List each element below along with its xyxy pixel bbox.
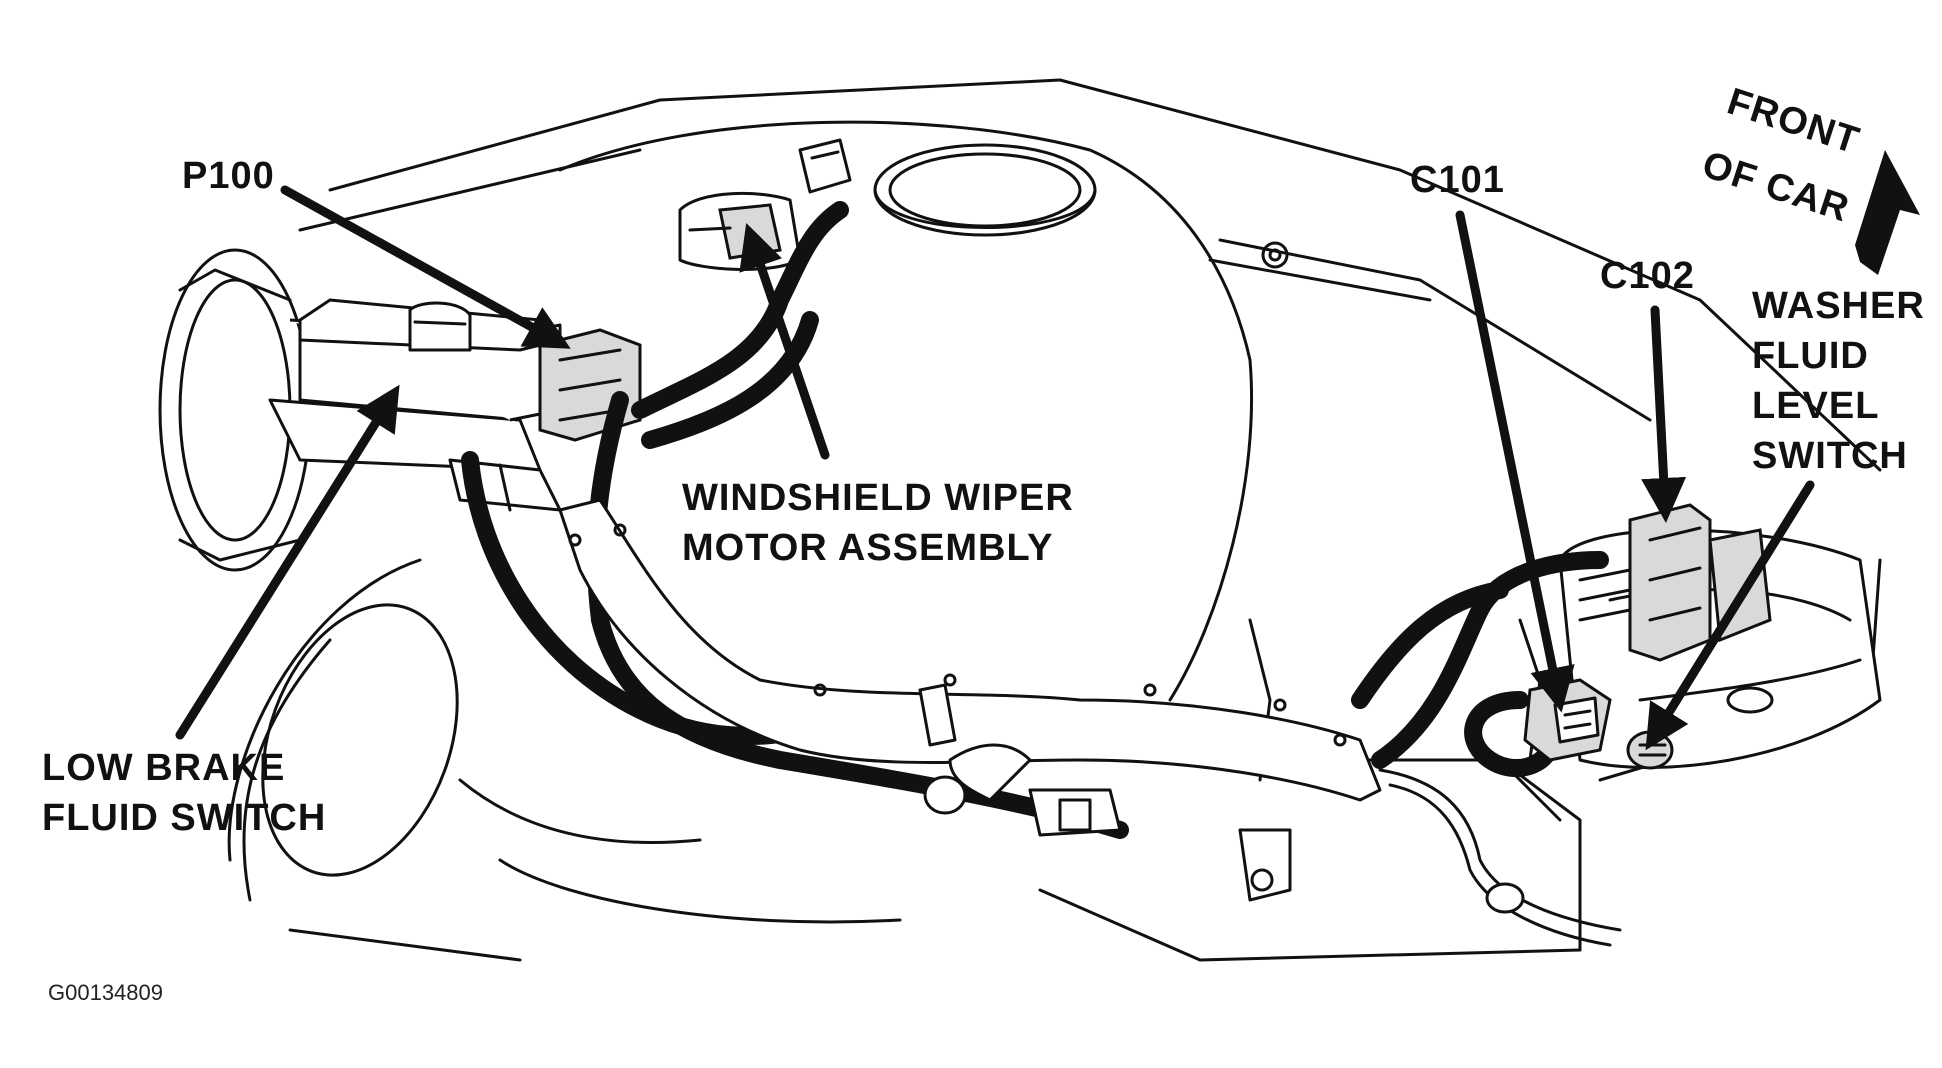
front-of-car-arrow-icon <box>1855 150 1920 275</box>
brake-switch-arrow <box>175 384 400 740</box>
c102-connector <box>1578 503 1772 662</box>
c101-connector <box>1523 678 1612 762</box>
p100-connector <box>538 328 642 442</box>
wiper-motor-label-line2: MOTOR ASSEMBLY <box>682 527 1054 569</box>
harness-conduit <box>558 498 1622 947</box>
labels: P100 WINDSHIELD WIPER MOTOR ASSEMBLY C10… <box>42 81 1925 1005</box>
brake-switch-label-line2: FLUID SWITCH <box>42 797 326 839</box>
washer-switch-label-line2: FLUID <box>1752 335 1869 377</box>
wiper-motor-assembly <box>678 138 852 271</box>
p100-label: P100 <box>182 155 275 197</box>
c102-arrow <box>1641 305 1687 523</box>
figure-id: G00134809 <box>48 980 163 1005</box>
brake-master-cylinder <box>158 248 562 572</box>
p100-arrow <box>280 185 571 349</box>
washer-switch-arrow <box>1645 480 1815 751</box>
brake-switch-label-line1: LOW BRAKE <box>42 747 285 789</box>
washer-switch-label-line1: WASHER <box>1752 285 1925 327</box>
washer-switch-label-line4: SWITCH <box>1752 435 1908 477</box>
front-of-car-label-line1: FRONT <box>1722 81 1864 163</box>
c101-label: C101 <box>1410 159 1505 201</box>
c101-arrow <box>1455 210 1575 713</box>
wiper-motor-label-line1: WINDSHIELD WIPER <box>682 477 1074 519</box>
washer-fluid-level-switch <box>1626 730 1674 770</box>
c102-label: C102 <box>1600 255 1695 297</box>
wiper-motor-arrow <box>739 222 830 460</box>
callout-arrows <box>175 185 1815 751</box>
washer-switch-label-line3: LEVEL <box>1752 385 1879 427</box>
front-of-car-label-line2: OF CAR <box>1697 144 1854 231</box>
